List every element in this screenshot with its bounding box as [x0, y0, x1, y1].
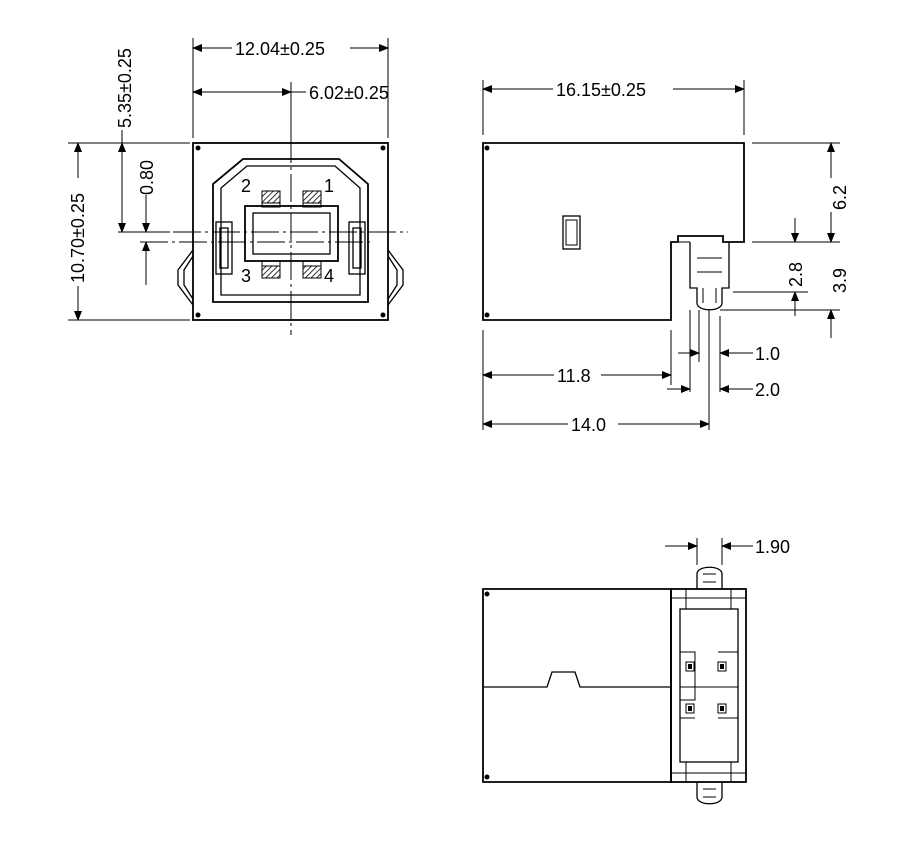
pin-label-4: 4: [324, 266, 334, 286]
left-mounting-leg: [177, 249, 194, 306]
dim-d-10: 1.0: [755, 344, 780, 364]
dim-height-top: 6.2: [830, 185, 850, 210]
bottom-contact-2: [717, 661, 727, 672]
pin-label-1: 1: [324, 176, 334, 196]
side-housing-outline: [482, 142, 745, 321]
bottom-contact-4: [717, 703, 727, 714]
dim-overall-height: 10.70±0.25: [68, 193, 88, 283]
dim-d-20: 2.0: [755, 380, 780, 400]
dim-side-length: 16.15±0.25: [556, 80, 646, 100]
bottom-top-leg: [696, 566, 723, 589]
bottom-view: 1.90: [482, 537, 790, 805]
bottom-connector-frame: [670, 588, 747, 783]
bottom-contact-1: [685, 661, 695, 672]
pin-2-contact: [261, 190, 281, 204]
pin-label-2: 2: [241, 176, 251, 196]
pin-3-contact: [261, 265, 281, 279]
bottom-contact-3: [685, 703, 695, 714]
dim-half-width: 6.02±0.25: [309, 83, 389, 103]
pin-4-contact: [302, 265, 322, 279]
right-mounting-leg: [387, 249, 404, 306]
dim-offset-small: 0.80: [137, 160, 157, 195]
front-view: 2 1 3 4 12.04±0.25 6.02±0.25 10.70±0.25 …: [68, 38, 408, 335]
bottom-latch-notch: [483, 671, 671, 688]
pin-label-3: 3: [241, 266, 251, 286]
dim-d-118: 11.8: [557, 366, 591, 386]
side-contact-leg: [689, 242, 730, 311]
side-view: 16.15±0.25 6.2 2.8 3.9 1.0 11.8 2.0: [482, 80, 850, 435]
socket-opening: [212, 158, 369, 303]
dim-h-39: 3.9: [830, 268, 850, 293]
dim-d-140: 14.0: [571, 415, 606, 435]
dim-h-28: 2.8: [786, 262, 806, 287]
bottom-bottom-leg: [696, 782, 723, 805]
dim-center-offset: 5.35±0.25: [115, 48, 135, 128]
dim-d-190: 1.90: [755, 537, 790, 557]
pin-1-contact: [302, 190, 322, 204]
dim-overall-width: 12.04±0.25: [235, 39, 325, 59]
bottom-housing-outline: [482, 588, 672, 783]
side-latch-slot: [562, 215, 581, 250]
